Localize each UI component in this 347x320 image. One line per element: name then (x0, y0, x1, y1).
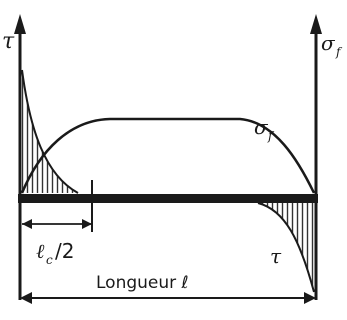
tau-right-hatched-area (258, 203, 314, 292)
anchor-length-left-arrow-icon (22, 219, 32, 229)
sigma-curve (20, 117, 316, 194)
anchor-length-label-sub: c (46, 253, 53, 267)
sigma-curve-label: σ (254, 115, 269, 139)
total-length-right-arrow-icon (304, 292, 316, 304)
left-axis-label: τ (2, 29, 15, 54)
anchor-length-right-arrow-icon (82, 219, 92, 229)
right-axis-arrow-icon (310, 14, 322, 34)
anchor-length-label: ℓ (36, 239, 45, 263)
total-length-left-arrow-icon (20, 292, 32, 304)
right-axis-label-sub: f (335, 45, 343, 59)
left-axis-arrow-icon (14, 14, 26, 34)
fiber-band (18, 194, 318, 203)
sigma-curve-label-sub: f (267, 129, 275, 143)
tau-curve-label: τ (270, 244, 282, 268)
tau-left-curve (21, 69, 79, 194)
anchor-length-label-div: /2 (55, 239, 74, 263)
tau-right-curve (257, 202, 315, 293)
right-axis-label: σ (321, 31, 336, 55)
total-length-label: Longueur ℓ (96, 273, 189, 293)
tau-left-hatched-area (22, 70, 78, 193)
